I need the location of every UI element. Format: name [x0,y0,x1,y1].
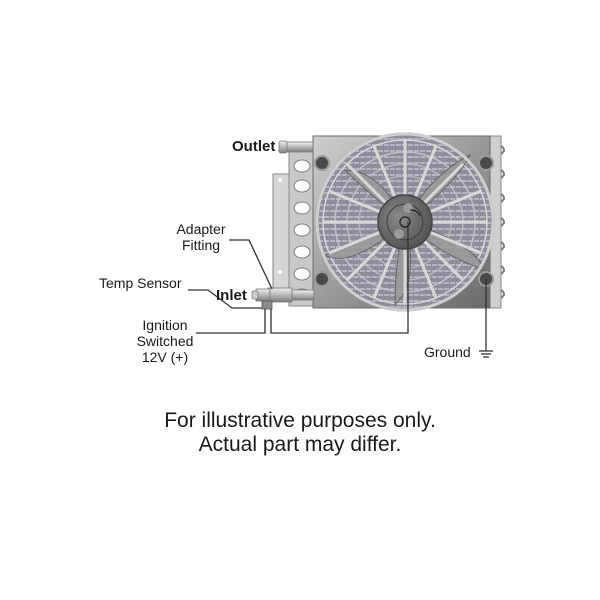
temp-sensor-label: Temp Sensor [99,275,182,291]
adapter-fitting-label: Adapter Fitting [170,221,232,253]
adapter-leader-line [229,239,273,290]
inlet-label: Inlet [216,287,247,304]
ignition-label-line2: Switched [136,333,194,349]
temp-sensor-leader-line [188,289,262,309]
ignition-label: Ignition Switched 12V (+) [130,317,200,365]
outlet-fitting [278,140,314,154]
ignition-wire [196,309,266,334]
ground-label: Ground [424,344,471,360]
disclaimer-line2: Actual part may differ. [198,433,402,456]
temp-sensor-body [261,300,273,310]
adapter-fitting-label-line1: Adapter [176,221,226,237]
fan-power-wire [270,222,409,334]
disclaimer: For illustrative purposes only. Actual p… [0,409,600,457]
disclaimer-line1: For illustrative purposes only. [164,409,436,432]
inlet-assembly [251,287,315,310]
left-end-tank [288,145,316,307]
ground-icon [479,350,493,358]
ignition-label-line1: Ignition [142,317,188,333]
wiring-and-leaders [188,222,487,351]
fan-motor-hub [377,194,433,250]
adapter-fitting-label-line2: Fitting [181,237,221,253]
fan [315,132,495,312]
outlet-label: Outlet [232,138,276,155]
ignition-label-line3: 12V (+) [141,349,189,365]
